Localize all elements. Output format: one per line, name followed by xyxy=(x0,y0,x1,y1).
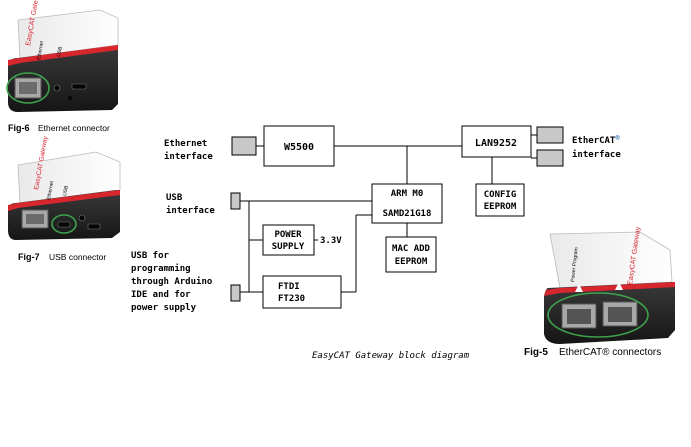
power-supply-label-line1: POWER xyxy=(274,230,302,240)
usb-interface-connector xyxy=(230,192,241,210)
ethercat-interface-label-line1: EtherCAT xyxy=(572,136,616,146)
power-supply-label-line2: SUPPLY xyxy=(272,242,305,252)
usb-interface-label-line1: USB xyxy=(166,193,183,203)
ethercat-interface-label-line2: interface xyxy=(572,149,621,160)
arm-m0-label-line2: SAMD21G18 xyxy=(383,209,432,219)
svg-text:EtherCAT®: EtherCAT® xyxy=(572,134,620,146)
usb-programming-label-line4: IDE and for xyxy=(131,290,191,300)
ethernet-interface-label-line1: Ethernet xyxy=(164,139,207,149)
lan9252-label: LAN9252 xyxy=(475,138,517,149)
fig7-usb-port xyxy=(57,221,71,228)
mac-eeprom-label-line1: MAC ADD xyxy=(392,244,431,254)
config-eeprom-label-line2: EEPROM xyxy=(484,202,517,212)
usb-programming-label-line3: through Arduino xyxy=(131,276,212,287)
usb-programming-label-line1: USB for xyxy=(131,251,170,261)
lan9252-block xyxy=(461,125,532,158)
fig6-highlight-circle xyxy=(6,72,50,104)
fig6-port-label-usb: USB xyxy=(56,46,64,58)
arm-m0-block xyxy=(371,183,443,224)
arm-m0-label-line1: ARM M0 xyxy=(391,189,424,199)
fig5-highlight-circle xyxy=(547,292,649,338)
ethercat-connector-1 xyxy=(536,126,564,144)
power-supply-block xyxy=(262,224,315,256)
fig5-port-label-power: Power Program xyxy=(570,247,580,282)
diagram-wires xyxy=(239,134,537,293)
fig7-caption: USB connector xyxy=(49,252,106,262)
mac-eeprom-block xyxy=(385,236,437,273)
ethernet-connector xyxy=(231,136,257,156)
w5500-label: W5500 xyxy=(284,142,314,153)
usb-programming-label-line2: programming xyxy=(131,263,191,274)
fig5-caption: EtherCAT® connectors xyxy=(559,347,661,358)
fig6-caption: Ethernet connector xyxy=(38,123,110,133)
usb-programming-label-line5: power supply xyxy=(131,303,197,313)
usb-programming-connector xyxy=(230,284,241,302)
config-eeprom-label-line1: CONFIG xyxy=(484,190,517,200)
ftdi-label-line1: FTDI xyxy=(278,282,300,292)
voltage-label: 3.3V xyxy=(320,236,342,246)
fig7-highlight-circle xyxy=(51,214,77,234)
fig6-port-label-ethernet: Ethernet xyxy=(36,40,45,60)
fig7-port-label-usb: USB xyxy=(62,185,70,197)
ethercat-connector-2 xyxy=(536,149,564,167)
mac-eeprom-label-line2: EEPROM xyxy=(395,257,428,267)
fig6-label: Fig-6 xyxy=(8,123,30,133)
ftdi-label-line2: FT230 xyxy=(278,294,305,304)
w5500-block xyxy=(263,125,335,167)
usb-interface-label-line2: interface xyxy=(166,205,215,216)
ethercat-registered-mark: ® xyxy=(615,134,620,142)
fig7-port-label-ethernet: Ethernet xyxy=(46,180,55,200)
photo-fig6-ethernet: EasyCAT Gateway Ethernet USB xyxy=(6,0,119,112)
photo-fig7-usb: EasyCAT Gateway Ethernet USB xyxy=(8,135,121,240)
fig5-label: Fig-5 xyxy=(524,347,548,358)
diagram-title: EasyCAT Gateway block diagram xyxy=(312,351,470,361)
photo-fig5-ethercat: EasyCAT Gateway Power Program xyxy=(544,226,675,344)
config-eeprom-block xyxy=(475,183,525,217)
ftdi-block xyxy=(262,275,342,309)
fig7-label: Fig-7 xyxy=(18,252,40,262)
ethernet-interface-label-line2: interface xyxy=(164,151,213,162)
svg-text:EtherCAT® connectors: EtherCAT® connectors xyxy=(559,347,661,358)
